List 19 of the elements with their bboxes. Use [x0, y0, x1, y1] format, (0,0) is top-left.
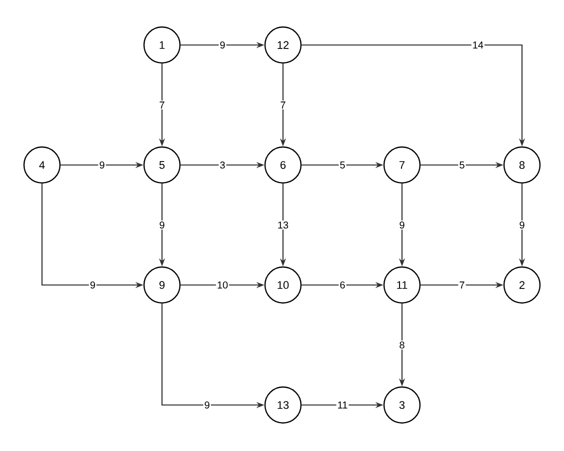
edge-label: 9 — [520, 221, 524, 229]
edge-label: 9 — [90, 281, 96, 289]
edge-label: 9 — [220, 41, 225, 49]
edge-label: 5 — [460, 162, 464, 168]
edge-label: 7 — [460, 282, 464, 288]
edge-label: 9 — [100, 161, 104, 169]
edge-label: 6 — [340, 281, 345, 289]
edge-label: 13 — [278, 221, 288, 229]
edge-label: 7 — [280, 102, 286, 108]
edge-label: 10 — [218, 281, 228, 289]
edge-label: 7 — [160, 102, 164, 108]
edge-label: 11 — [338, 402, 348, 408]
edge-label: 9 — [160, 221, 164, 229]
edge-label: 9 — [400, 221, 404, 229]
edge-label: 3 — [220, 161, 225, 169]
edge-label: 9 — [204, 401, 210, 409]
edge-label: 14 — [473, 42, 484, 48]
edge-label: 8 — [400, 341, 404, 349]
edge-label: 5 — [340, 162, 345, 168]
